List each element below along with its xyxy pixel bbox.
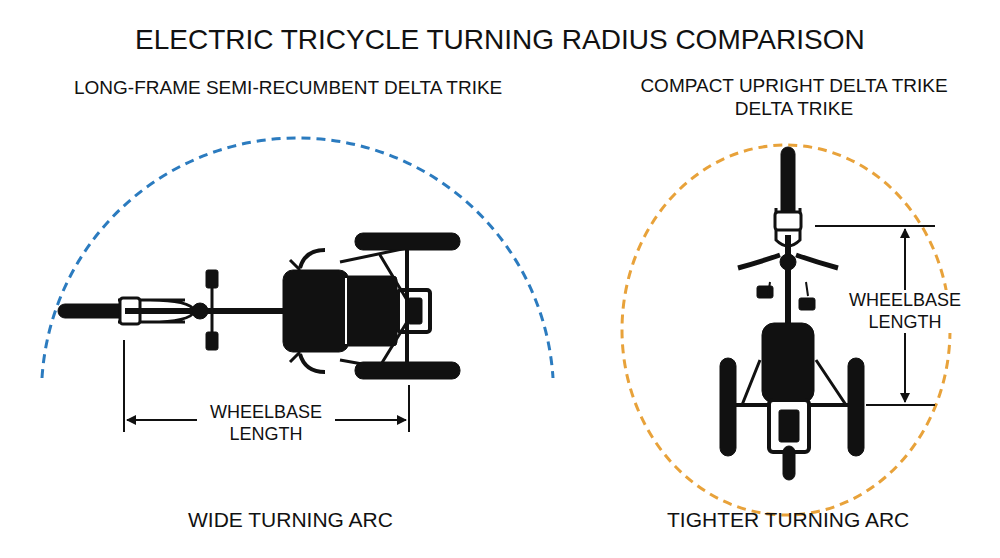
diagram-title: ELECTRIC TRICYCLE TURNING RADIUS COMPARI… [135, 23, 865, 57]
long-frame-trike [58, 233, 460, 379]
trike-heading: COMPACT UPRIGHT DELTA TRIKE DELTA TRIKE [634, 75, 954, 121]
trike-heading: LONG-FRAME SEMI-RECUMBENT DELTA TRIKE [74, 77, 502, 100]
wide-arc [42, 138, 553, 378]
dimension-label: WHEELBASE LENGTH [838, 290, 972, 333]
dimension-label: WHEELBASE LENGTH [197, 402, 335, 445]
arc-caption: TIGHTER TURNING ARC [667, 507, 909, 532]
arc-caption: WIDE TURNING ARC [188, 507, 393, 532]
